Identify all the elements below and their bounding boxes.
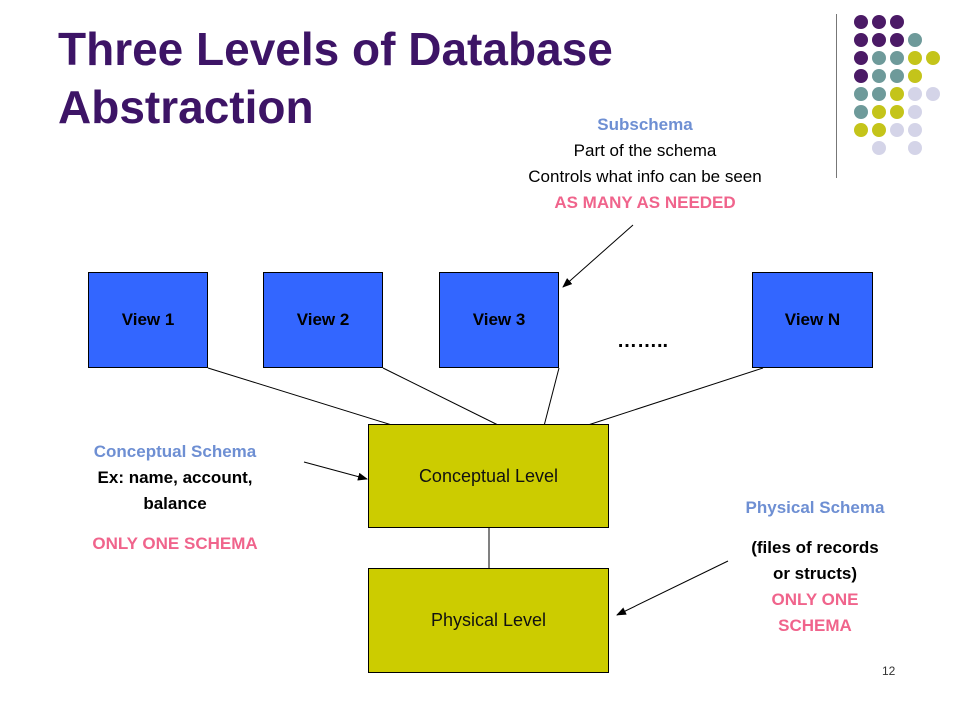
physical-schema-heading: Physical Schema	[745, 498, 885, 517]
decor-dot	[908, 105, 922, 119]
decor-dot	[854, 51, 868, 65]
subschema-heading: Subschema	[597, 115, 693, 134]
physical-level-label: Physical Level	[430, 610, 547, 630]
physical-schema-line-1: (files of records	[751, 538, 879, 557]
conceptual-schema-example-line-2: balance	[143, 494, 207, 513]
conceptual-schema-emphasis: ONLY ONE SCHEMA	[92, 534, 258, 553]
view-2-box: View 2	[263, 272, 383, 368]
decorative-divider	[836, 14, 837, 178]
decor-dot	[872, 141, 886, 155]
decor-dot	[872, 87, 886, 101]
conceptual-schema-heading: Conceptual Schema	[93, 442, 257, 461]
decor-dot	[872, 51, 886, 65]
decor-dot	[890, 87, 904, 101]
conceptual-schema-note: Conceptual Schema Ex: name, account, bal…	[20, 439, 330, 557]
page-number: 12	[882, 664, 896, 678]
decor-dot	[890, 33, 904, 47]
decor-dot	[890, 51, 904, 65]
decorative-dot-grid	[854, 15, 940, 155]
conceptual-schema-example-line-1: Ex: name, account,	[97, 468, 253, 487]
decor-dot	[890, 15, 904, 29]
subschema-emphasis: AS MANY AS NEEDED	[554, 193, 736, 212]
physical-schema-emphasis-line-1: ONLY ONE	[771, 590, 859, 609]
decor-dot	[854, 105, 868, 119]
view-n-box: View N	[752, 272, 873, 368]
physical-schema-emphasis-line-2: SCHEMA	[778, 616, 852, 635]
decor-dot	[926, 51, 940, 65]
decor-dot	[890, 105, 904, 119]
subschema-note: Subschema Part of the schema Controls wh…	[460, 112, 830, 216]
view-1-label: View 1	[121, 310, 175, 329]
decor-dot	[854, 15, 868, 29]
decor-dot	[890, 69, 904, 83]
decor-dot	[890, 123, 904, 137]
decor-dot	[854, 69, 868, 83]
decor-dot	[854, 123, 868, 137]
physical-schema-arrow	[616, 560, 729, 616]
views-ellipsis: ……..	[617, 330, 669, 352]
conceptual-level-label: Conceptual Level	[418, 465, 559, 486]
decor-dot	[872, 33, 886, 47]
physical-schema-line-2: or structs)	[772, 564, 858, 583]
view-1-box: View 1	[88, 272, 208, 368]
subschema-line-2: Controls what info can be seen	[528, 167, 762, 186]
decor-dot	[872, 69, 886, 83]
decor-dot	[908, 123, 922, 137]
view-2-label: View 2	[296, 310, 350, 329]
physical-schema-note: Physical Schema (files of records or str…	[700, 495, 930, 639]
conceptual-level-box: Conceptual Level	[368, 424, 609, 528]
decor-dot	[854, 33, 868, 47]
decor-dot	[854, 87, 868, 101]
connector-view2-conceptual	[382, 367, 501, 427]
decor-dot	[908, 141, 922, 155]
slide-title: Three Levels of Database Abstraction	[58, 23, 613, 133]
view-3-box: View 3	[439, 272, 559, 368]
view-3-label: View 3	[472, 310, 526, 329]
decor-dot	[872, 123, 886, 137]
decor-dot	[908, 69, 922, 83]
connector-viewN-conceptual	[584, 367, 764, 427]
subschema-arrow	[562, 224, 634, 288]
physical-level-box: Physical Level	[368, 568, 609, 673]
decor-dot	[908, 51, 922, 65]
connector-view3-conceptual	[543, 367, 560, 427]
subschema-line-1: Part of the schema	[573, 141, 717, 160]
connector-view1-conceptual	[207, 367, 396, 427]
decor-dot	[908, 87, 922, 101]
view-n-label: View N	[784, 310, 841, 329]
decor-dot	[926, 87, 940, 101]
decor-dot	[872, 105, 886, 119]
conceptual-schema-arrow	[303, 461, 368, 481]
decor-dot	[872, 15, 886, 29]
decor-dot	[908, 33, 922, 47]
